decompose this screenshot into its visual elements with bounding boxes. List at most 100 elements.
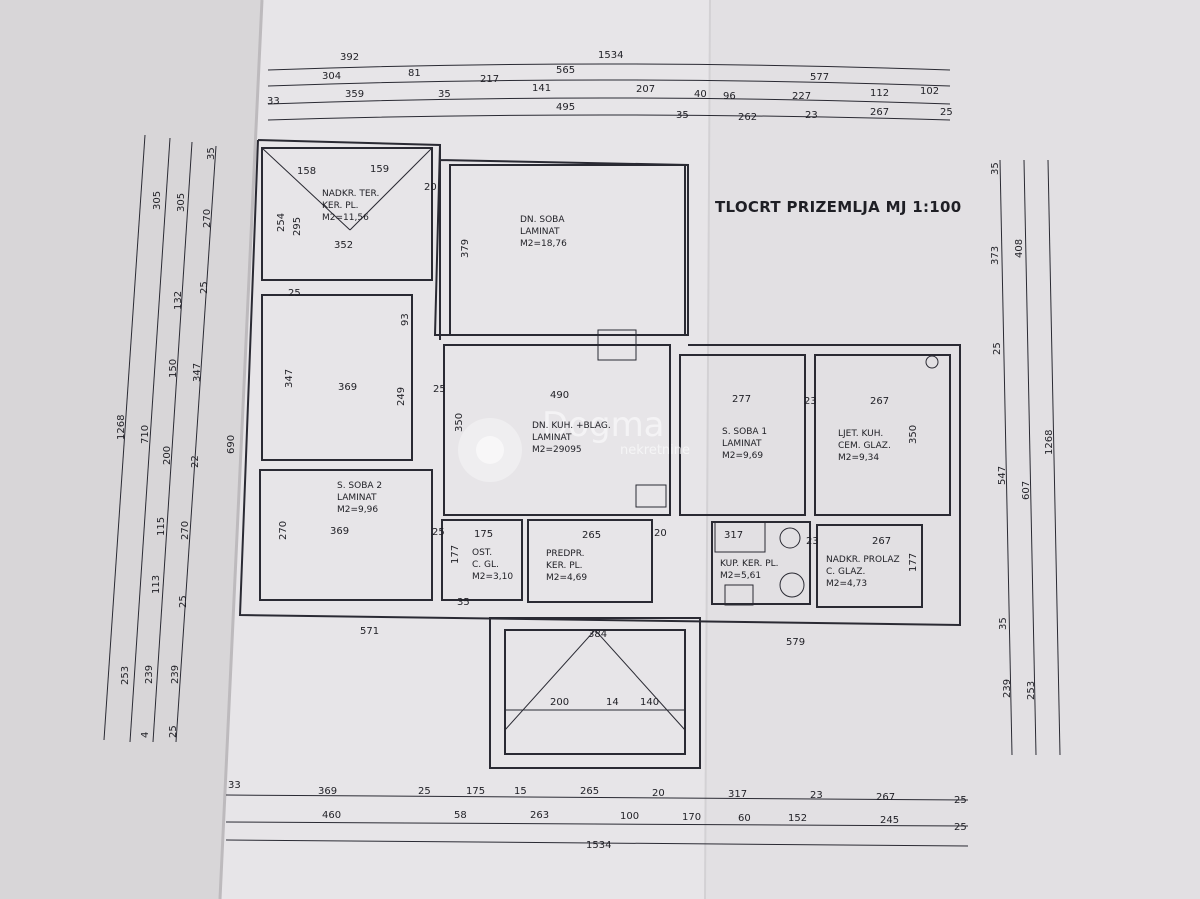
dim-int-29: 571 <box>360 626 379 637</box>
dim-int-14: 350 <box>454 413 465 432</box>
dim-right-2: 408 <box>1014 239 1025 258</box>
dim-int-2: 254 <box>276 213 287 232</box>
dim-bottom1-2: 25 <box>418 786 431 797</box>
dim-top3-8: 112 <box>870 88 889 99</box>
dim-int-31: 384 <box>588 629 607 640</box>
dim-int-22: 265 <box>582 530 601 541</box>
room-passage-label-1: NADKR. PROLAZ <box>826 555 900 565</box>
dim-left-10: 115 <box>156 517 167 536</box>
dim-bottom2-2: 263 <box>530 810 549 821</box>
porch-outline <box>489 617 701 769</box>
dim-top4-4: 267 <box>870 107 889 118</box>
dim-top4-0: 495 <box>556 102 575 113</box>
dogma-logo <box>458 418 522 482</box>
dim-int-10: 369 <box>338 382 357 393</box>
dim-bottom2-3: 100 <box>620 811 639 822</box>
dim-line-left-4 <box>175 145 217 743</box>
room-bedroom2-label-2: LAMINAT <box>337 493 377 503</box>
dim-line-top-4 <box>267 114 951 121</box>
dim-left-1: 710 <box>140 425 151 444</box>
room-hall-label-3: M2=4,69 <box>546 573 587 583</box>
dim-int-30: 579 <box>786 637 805 648</box>
dim-int-1: 158 <box>297 166 316 177</box>
dim-int-16: 267 <box>870 396 889 407</box>
living-room-outline <box>449 164 686 336</box>
dim-right-1: 373 <box>990 246 1001 265</box>
room-storage-label-3: M2=3,10 <box>472 572 513 582</box>
dim-right-7: 239 <box>1002 679 1013 698</box>
terrace-cross-b <box>349 147 433 231</box>
dim-right-6: 25 <box>992 342 1003 355</box>
room-left-mid-outline <box>261 294 413 461</box>
dim-int-37: 35 <box>457 597 470 608</box>
dim-int-15: 277 <box>732 394 751 405</box>
dim-bottom1-7: 317 <box>728 789 747 800</box>
dim-top4-1: 35 <box>676 110 689 121</box>
dim-bottom1-8: 23 <box>810 790 823 801</box>
dim-line-bottom-2 <box>225 821 969 827</box>
dim-left-19: 4 <box>140 732 151 738</box>
bedroom2-outline <box>259 469 433 601</box>
dim-bottom1-0: 33 <box>228 780 241 791</box>
dim-bottom1-9: 267 <box>876 792 895 803</box>
room-kitchen-label-3: M2=29095 <box>532 445 582 455</box>
dim-int-6: 25 <box>288 288 301 299</box>
dim-line-right-1 <box>999 159 1013 756</box>
dim-int-18: 350 <box>908 425 919 444</box>
dim-int-33: 14 <box>606 697 619 708</box>
kitchen-outline <box>443 344 671 516</box>
dim-int-4: 352 <box>334 240 353 251</box>
dim-bottom1-10: 25 <box>954 795 967 806</box>
shower-tray <box>724 584 754 606</box>
stove <box>635 484 667 508</box>
dim-line-right-2 <box>1023 159 1037 756</box>
dim-left-4: 305 <box>176 193 187 212</box>
room-hall-label-1: PREDPR. <box>546 549 585 559</box>
dim-top3-1: 359 <box>345 89 364 100</box>
dim-int-35: 690 <box>226 435 237 454</box>
dim-top4-2: 262 <box>738 112 757 123</box>
dim-top3-3: 141 <box>532 83 551 94</box>
room-kitchen-label-1: DN. KUH. +BLAG. <box>532 421 611 431</box>
boiler <box>925 355 939 369</box>
room-terrace-label-3: M2=11,56 <box>322 213 369 223</box>
dim-left-3: 305 <box>152 191 163 210</box>
dim-int-27: 23 <box>806 536 819 547</box>
room-bedroom2-label-1: S. SOBA 2 <box>337 481 382 491</box>
dim-int-7: 93 <box>400 313 411 326</box>
dim-line-right-3 <box>1047 159 1061 756</box>
dim-top2-3: 565 <box>556 65 575 76</box>
dim-top2-1: 81 <box>408 68 421 79</box>
dim-top3-5: 40 <box>694 89 707 100</box>
dim-int-11: 249 <box>396 387 407 406</box>
dim-int-26: 177 <box>908 553 919 572</box>
room-passage-label-2: C. GLAZ. <box>826 567 865 577</box>
dim-line-left-1 <box>103 134 146 741</box>
dim-int-8: 379 <box>460 239 471 258</box>
dim-left-16: 25 <box>178 595 189 608</box>
dim-bottom1-3: 175 <box>466 786 485 797</box>
watermark-sub: nekretnine <box>620 443 690 458</box>
dim-left-7: 150 <box>168 359 179 378</box>
dim-bottom1-4: 15 <box>514 786 527 797</box>
dim-left-0: 1268 <box>116 415 127 440</box>
dim-bottom1-1: 369 <box>318 786 337 797</box>
dim-top3-0: 33 <box>267 96 280 107</box>
dim-int-25: 267 <box>872 536 891 547</box>
room-living-label-3: M2=18,76 <box>520 239 567 249</box>
dim-left-2: 253 <box>120 666 131 685</box>
dim-top1-1: 1534 <box>598 50 623 61</box>
room-labels: NADKR. TER. KER. PL. M2=11,56 DN. SOBA L… <box>322 189 900 589</box>
paper-right-panel <box>705 0 1200 899</box>
dim-left-5: 270 <box>202 209 213 228</box>
dim-int-13: 490 <box>550 390 569 401</box>
dim-left-20: 25 <box>168 725 179 738</box>
dim-left-6: 132 <box>173 291 184 310</box>
dim-left-11: 270 <box>180 521 191 540</box>
paper-main-panel <box>220 0 710 899</box>
dim-bottom1-5: 265 <box>580 786 599 797</box>
dim-bottom2-0: 460 <box>322 810 341 821</box>
dim-top3-9: 102 <box>920 86 939 97</box>
